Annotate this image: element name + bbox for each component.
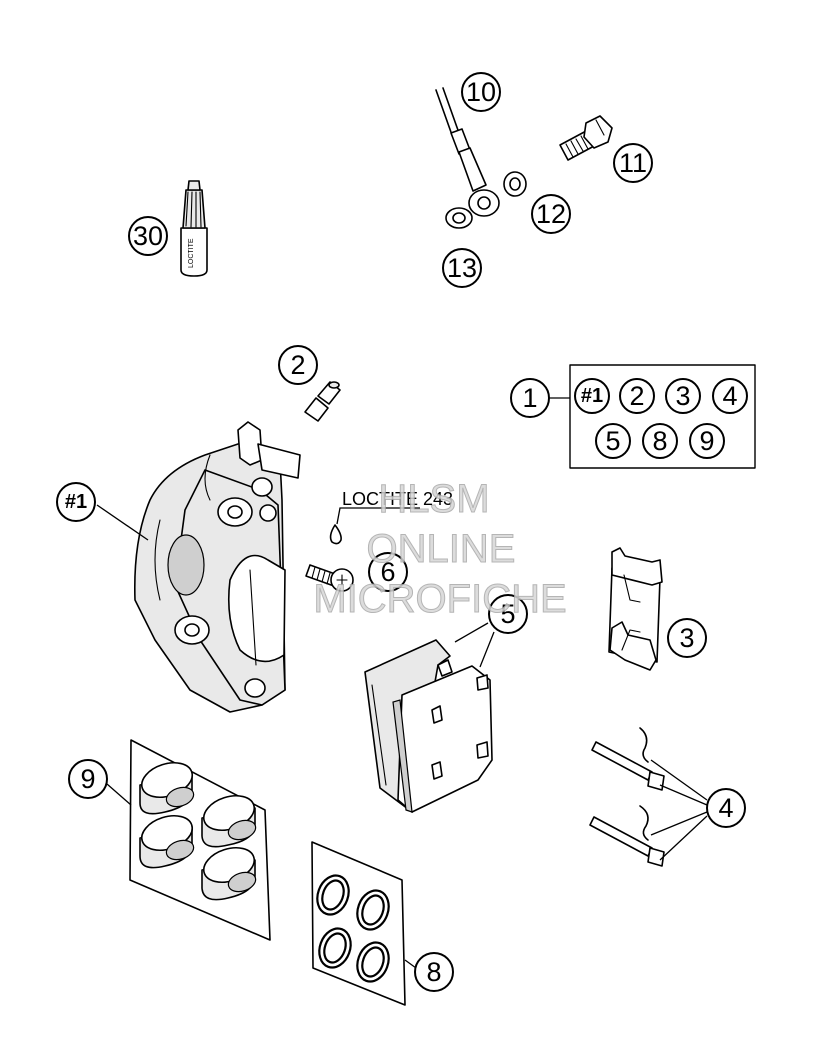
bleeder-valve [304,381,341,422]
callout-6: 6 [368,552,408,592]
callout-1: 1 [510,378,550,418]
svg-text:2: 2 [290,350,305,380]
callout-2: 2 [278,345,318,385]
svg-text:MICROFICHE: MICROFICHE [313,577,566,621]
svg-text:5: 5 [500,599,515,629]
svg-text:11: 11 [619,148,647,178]
svg-text:5: 5 [605,426,620,456]
callout-11: 11 [613,143,653,183]
svg-text:9: 9 [80,764,95,794]
leader-lines [96,397,708,969]
seal-kit-card [311,841,406,1006]
svg-text:30: 30 [133,221,163,251]
svg-text:8: 8 [652,426,667,456]
caliper-bolt [305,507,420,592]
brake-caliper [133,421,301,713]
kit-item-5: 5 [595,423,631,459]
kit-item-3: 3 [665,378,701,414]
svg-text:6: 6 [380,557,395,587]
svg-text:8: 8 [426,957,441,987]
kit-item-8: 8 [642,423,678,459]
kit-item-2: 2 [619,378,655,414]
callout-9: 9 [68,759,108,799]
svg-text:#1: #1 [65,491,87,513]
piston-kit-card [129,739,271,941]
watermark: HLSM ONLINE MICROFICHE [313,477,567,622]
svg-text:4: 4 [722,381,737,411]
svg-text:2: 2 [629,381,644,411]
kit-item-h1: #1 [574,378,610,414]
svg-text:3: 3 [675,381,690,411]
svg-text:3: 3 [679,623,694,653]
callout-h1: #1 [56,482,96,522]
callout-3: 3 [667,618,707,658]
brake-pads [364,639,493,813]
pad-pins [589,727,665,867]
loctite-243-label: LOCTITE 243 [342,489,453,509]
svg-text:HLSM: HLSM [378,477,489,521]
callout-8: 8 [414,952,454,992]
callout-5: 5 [488,594,528,634]
svg-text:10: 10 [466,77,496,107]
callout-10: 10 [461,72,501,112]
svg-text:13: 13 [447,253,477,283]
banjo-bolt [559,115,613,161]
svg-text:1: 1 [522,383,537,413]
callout-13: 13 [442,248,482,288]
svg-text:ONLINE: ONLINE [367,527,516,571]
svg-text:12: 12 [536,199,566,229]
svg-text:4: 4 [718,793,733,823]
kit-item-9: 9 [689,423,725,459]
callout-12: 12 [531,194,571,234]
loctite-bottle: LOCTITE [180,180,208,277]
kit-contents-box: #1 2 3 4 5 8 9 [569,364,756,469]
callout-4: 4 [706,788,746,828]
pad-spring [608,547,663,671]
svg-text:9: 9 [699,426,714,456]
svg-text:#1: #1 [581,385,603,407]
callout-30: 30 [128,216,168,256]
brake-line-assembly [435,87,527,229]
kit-item-4: 4 [712,378,748,414]
bottle-label: LOCTITE [188,238,195,268]
